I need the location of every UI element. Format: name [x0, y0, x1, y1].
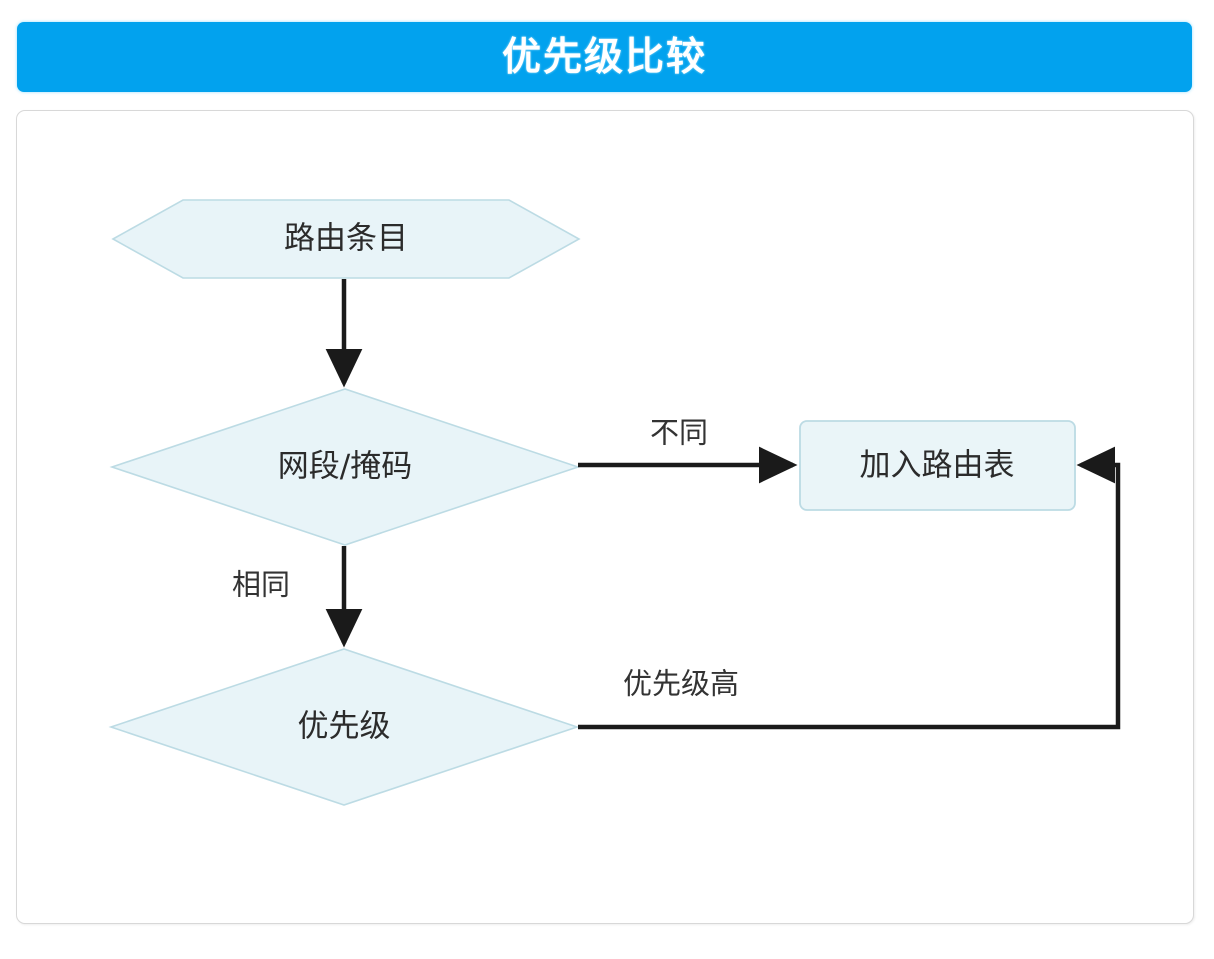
node-label-network-mask: 网段/掩码: [277, 448, 413, 485]
node-label-route-entry: 路由条目: [284, 220, 408, 257]
node-priority[interactable]: [108, 648, 580, 806]
edge-label-priority-higher: 优先级高: [622, 666, 740, 701]
node-label-add-to-routing-table: 加入路由表: [859, 447, 1015, 484]
page-title: 优先级比较: [501, 34, 707, 80]
node-route-entry[interactable]: [111, 199, 581, 279]
edge-label-different: 不同: [649, 415, 709, 450]
page-title-banner: 优先级比较: [17, 22, 1192, 92]
node-label-priority: 优先级: [297, 708, 391, 745]
edge-label-same: 相同: [231, 567, 291, 602]
